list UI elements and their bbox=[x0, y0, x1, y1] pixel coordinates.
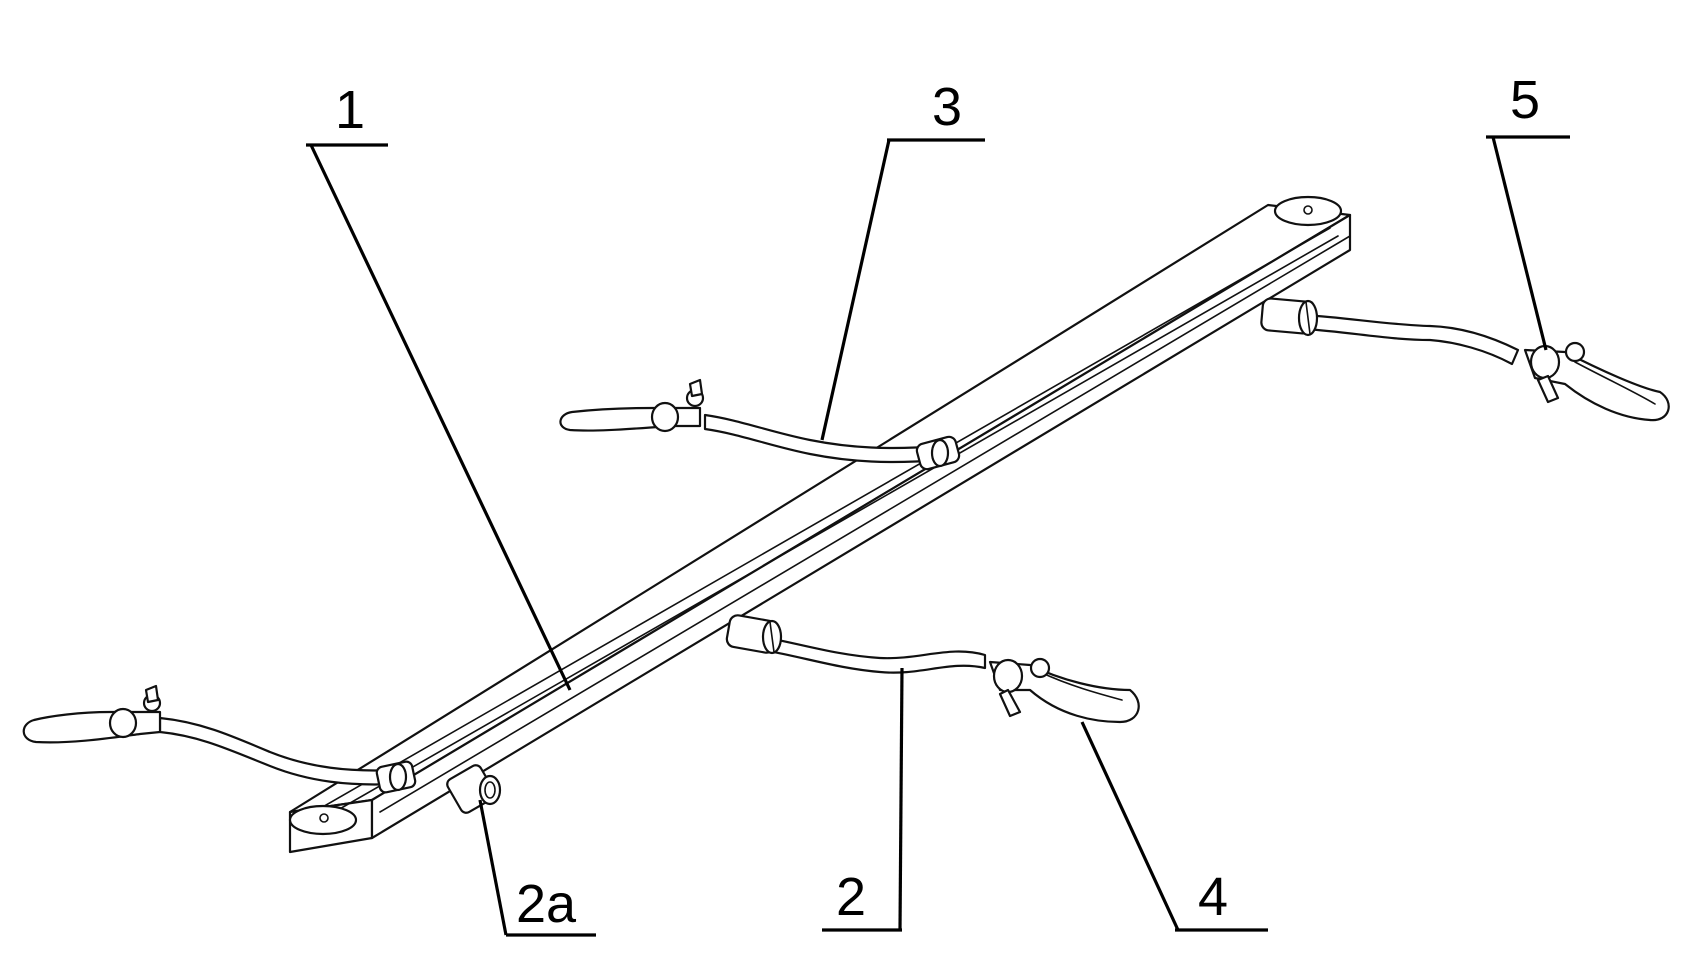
arm-front bbox=[725, 614, 987, 674]
arm-left bbox=[158, 716, 417, 794]
leader-1 bbox=[309, 144, 572, 691]
clamp-front bbox=[988, 657, 1140, 724]
arm-right bbox=[1260, 297, 1520, 366]
callout-2: 2 bbox=[836, 867, 866, 927]
clamp-right bbox=[1523, 341, 1670, 422]
bar-end-cap-right bbox=[1273, 195, 1343, 227]
clamp-left bbox=[22, 684, 162, 744]
callout-1: 1 bbox=[335, 80, 365, 140]
arm-back bbox=[703, 413, 961, 471]
leader-4 bbox=[1080, 721, 1180, 931]
clamp-back bbox=[559, 378, 705, 433]
callout-3: 3 bbox=[932, 77, 962, 137]
leader-2a bbox=[478, 799, 508, 936]
bar-end-cap-left bbox=[288, 804, 358, 836]
leader-5 bbox=[1491, 136, 1548, 351]
leader-lines bbox=[306, 135, 1570, 937]
callout-2a: 2a bbox=[516, 874, 577, 934]
callout-5: 5 bbox=[1510, 70, 1540, 130]
main-bar bbox=[288, 195, 1352, 854]
callout-labels: 1 3 5 2a 2 4 bbox=[335, 70, 1540, 934]
leader-2 bbox=[898, 667, 904, 931]
leader-3 bbox=[820, 139, 891, 441]
callout-4: 4 bbox=[1198, 867, 1228, 927]
